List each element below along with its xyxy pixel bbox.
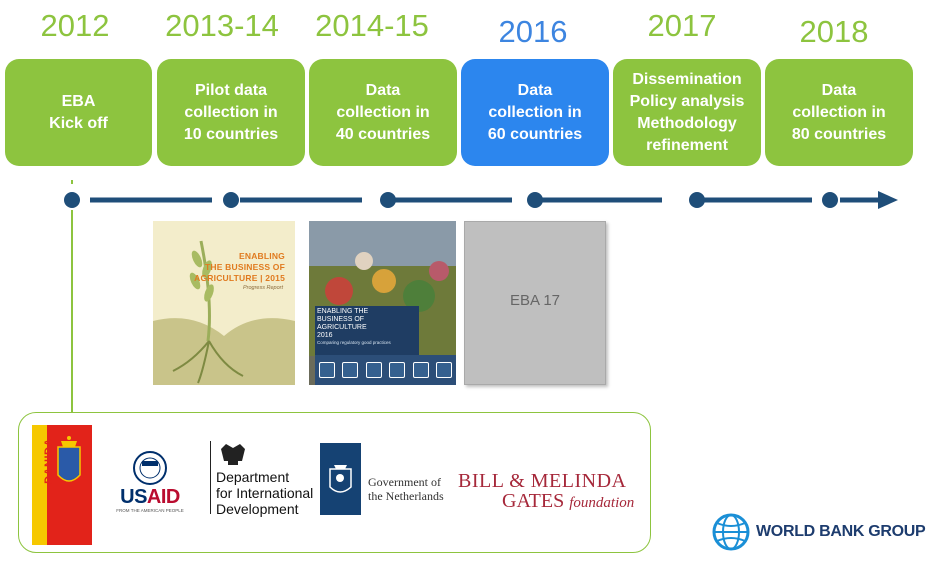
- machinery-icon: [365, 362, 382, 378]
- report-cover-eba17: EBA 17: [464, 221, 606, 385]
- cover-title-panel: [315, 306, 419, 362]
- finance-icon: [389, 362, 406, 378]
- danida-logo: DANIDA: [32, 425, 92, 545]
- timeline-dot-2016: [527, 192, 543, 208]
- danida-crest-icon: [57, 436, 81, 482]
- cover-subtitle: Progress Report: [242, 285, 283, 291]
- royal-crest-icon: [221, 444, 245, 465]
- timeline: [64, 180, 898, 412]
- world-bank-group-logo: WORLD BANK GROUP: [712, 512, 926, 552]
- cover-label: EBA 17: [509, 292, 561, 309]
- dfid-wordmark: Department for International Development: [216, 469, 314, 517]
- cover-title: ENABLING THE BUSINESS OF AGRICULTURE 201…: [317, 308, 369, 339]
- globe-icon: [712, 513, 750, 551]
- cover-icon-strip: [315, 355, 456, 385]
- cover-title: ENABLING THE BUSINESS OF AGRICULTURE | 2…: [194, 251, 285, 283]
- report-cover-2015: ENABLING THE BUSINESS OF AGRICULTURE | 2…: [153, 221, 295, 385]
- timeline-dot-2014-15: [380, 192, 396, 208]
- transport-icon: [436, 362, 453, 378]
- water-icon: [412, 362, 429, 378]
- timeline-arrowhead: [878, 191, 898, 209]
- year-label-2017: 2017: [647, 8, 717, 43]
- usaid-tagline: FROM THE AMERICAN PEOPLE: [116, 508, 184, 513]
- timeline-dot-2012: [64, 192, 80, 208]
- milestone-text: Pilot data collection in 10 countries: [183, 81, 279, 143]
- netherlands-emblem-icon: [329, 465, 352, 493]
- market-photo: [309, 221, 456, 356]
- milestone-text: Data collection in 40 countries: [335, 81, 431, 143]
- gates-line-1: BILL & MELINDA: [458, 470, 627, 492]
- usaid-seal-icon: [133, 451, 167, 485]
- milestone-box-2013-14: Pilot data collection in 10 countries: [157, 59, 305, 166]
- milestone-box-2012: EBA Kick off: [5, 59, 152, 166]
- cover-subtitle: Comparing regulatory good practices: [317, 340, 391, 345]
- milestone-text: EBA Kick off: [49, 92, 108, 132]
- fertilizer-icon: [342, 362, 359, 378]
- year-label-2014-15: 2014-15: [315, 8, 429, 43]
- plant-illustration: [153, 240, 295, 385]
- milestone-box-2014-15: Data collection in 40 countries: [309, 59, 457, 166]
- year-label-2016: 2016: [498, 14, 568, 49]
- milestone-text: Data collection in 80 countries: [791, 81, 887, 143]
- milestone-box-2016: Data collection in 60 countries: [461, 59, 609, 166]
- timeline-dot-2017: [689, 192, 705, 208]
- netherlands-logo: Government of the Netherlands: [320, 443, 450, 515]
- milestone-text: Data collection in 60 countries: [487, 81, 583, 143]
- netherlands-wordmark: Government of the Netherlands: [368, 475, 444, 503]
- timeline-dot-2018: [822, 192, 838, 208]
- usaid-logo: USAID FROM THE AMERICAN PEOPLE: [110, 448, 190, 518]
- report-cover-2016: ENABLING THE BUSINESS OF AGRICULTURE 201…: [309, 221, 456, 385]
- year-label-2013-14: 2013-14: [165, 8, 279, 43]
- year-label-2018: 2018: [799, 14, 869, 49]
- dfid-logo: Department for International Development: [210, 441, 320, 517]
- gates-foundation-logo: BILL & MELINDA GATES foundation: [458, 470, 643, 512]
- gates-line-2: GATES foundation: [502, 490, 635, 512]
- milestone-box-2018: Data collection in 80 countries: [765, 59, 913, 166]
- usaid-wordmark: USAID: [120, 486, 180, 508]
- seed-icon: [318, 362, 335, 378]
- milestone-box-2017: Dissemination Policy analysis Methodolog…: [613, 59, 761, 166]
- milestone-text: Dissemination Policy analysis Methodolog…: [629, 70, 745, 154]
- year-label-2012: 2012: [40, 8, 110, 43]
- world-bank-wordmark: WORLD BANK GROUP: [756, 523, 926, 540]
- timeline-dot-2013-14: [223, 192, 239, 208]
